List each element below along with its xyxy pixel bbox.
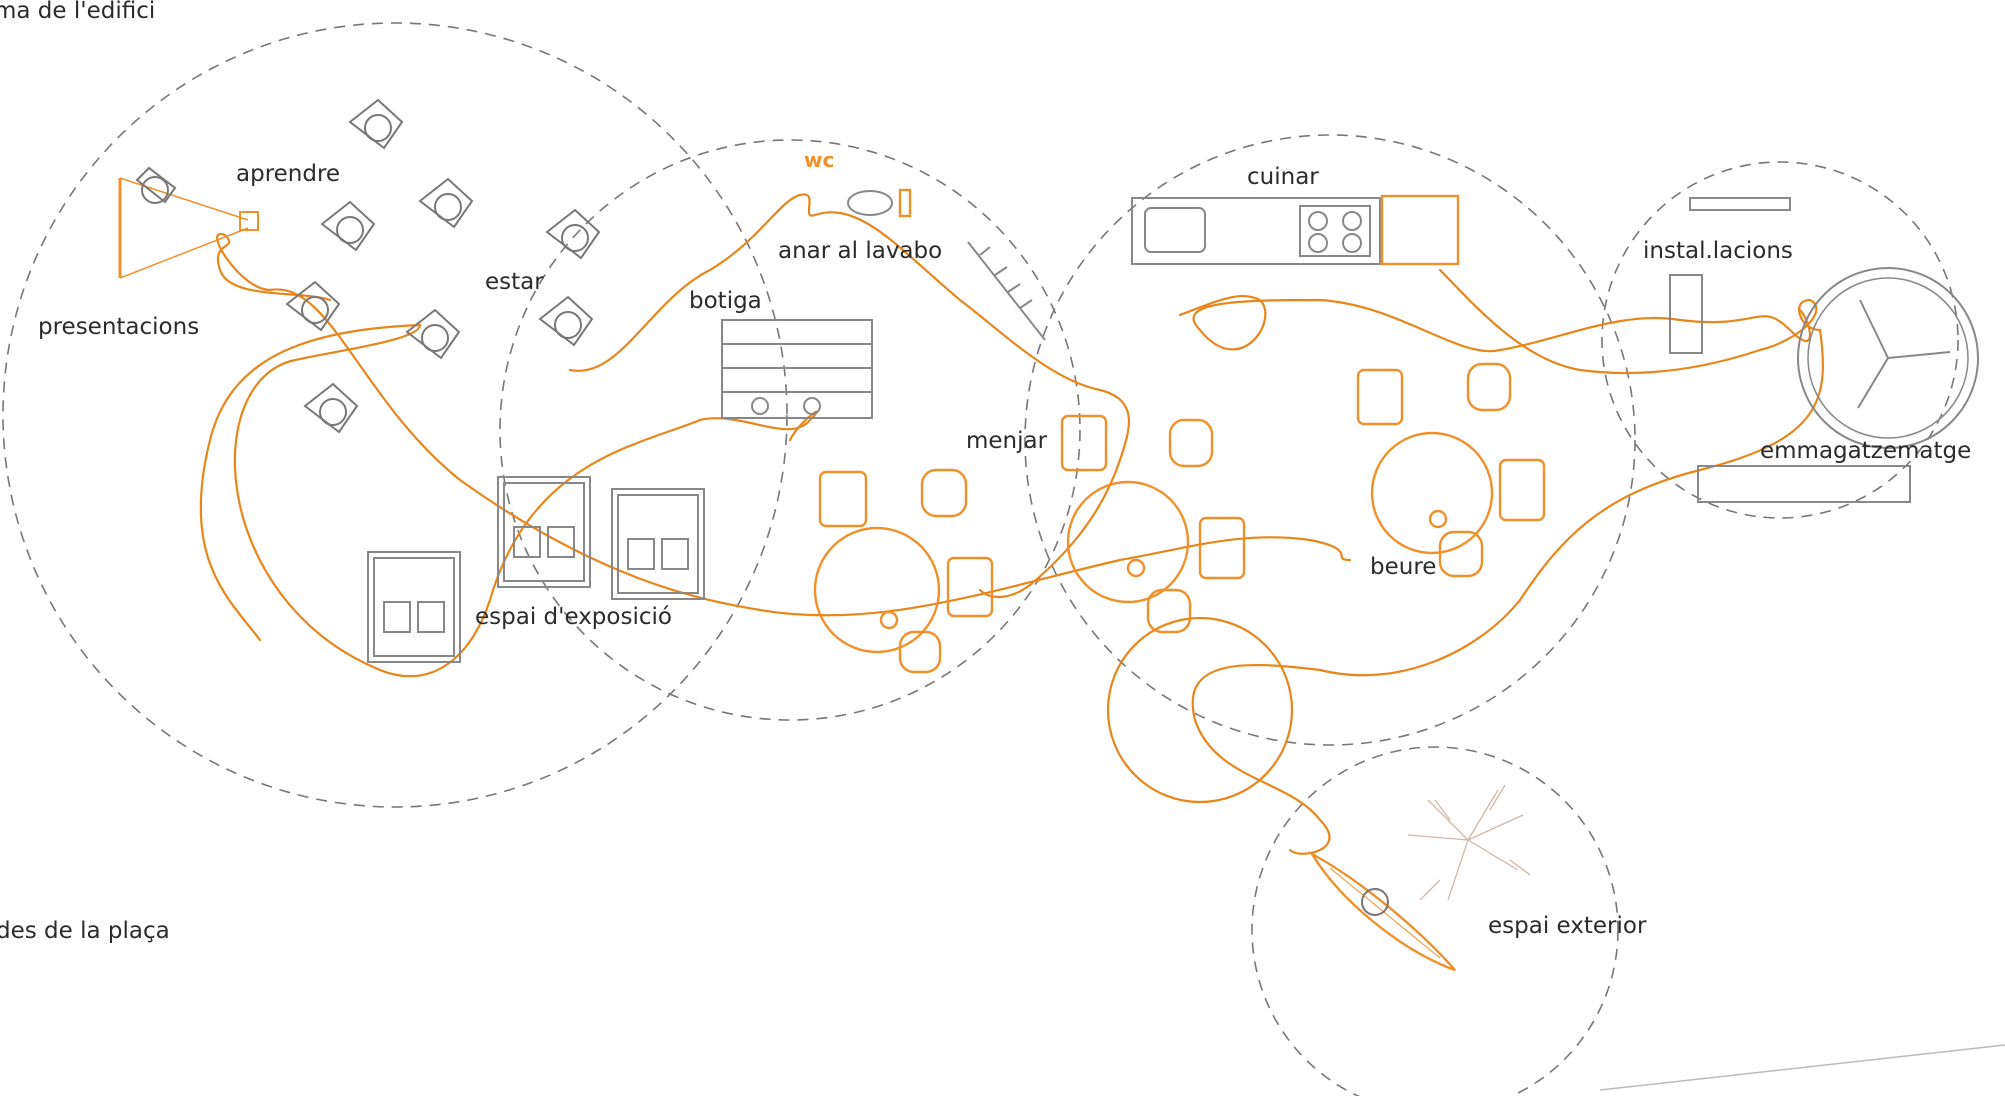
chair-icon [1168,418,1214,468]
round-table-icon [1370,431,1494,555]
exhibition-panel-icon [497,476,591,588]
chair-icon [1466,362,1512,412]
label-aprendre: aprendre [236,161,341,187]
chair-icon [946,556,994,618]
shelving-icon [721,319,873,419]
storage-unit-icon [1689,197,1791,211]
chair-icon [1498,458,1546,522]
person-group-gray [135,98,601,434]
label-espai-exposicio: espai d'exposició [475,604,672,630]
label-cuinar: cuinar [1247,164,1319,190]
canoe-icon [1308,850,1456,972]
zone-stay [499,139,1081,721]
chair-icon [920,468,968,518]
person-seated-icon [545,208,601,260]
zone-dine [1024,134,1636,746]
label-instal-lacions: instal.lacions [1643,238,1793,264]
coat-rack-icon [967,241,1046,341]
exhibition-panel-icon [367,551,461,663]
label-botiga: botiga [689,288,762,314]
label-wc: wc [804,148,835,172]
chair-icon [1060,414,1108,472]
label-presentacions: presentacions [38,314,200,340]
services-equipment [1669,197,1979,503]
label-estar: estar [485,269,544,295]
zone-outdoor [1251,746,1619,1096]
zone-services [1601,161,1959,519]
label-anar-al-lavabo: anar al lavabo [778,238,943,264]
bottom-caption: des de la plaça [0,918,170,944]
toilet-icon [847,188,912,218]
kitchen-counter-icon [1131,194,1460,266]
exhibition-panels [367,476,705,663]
exhibition-panel-icon [611,488,705,600]
person-seated-icon [405,308,461,360]
zone-learn [2,22,788,808]
chair-icon [1438,530,1484,578]
storage-unit-icon [1697,465,1911,503]
projection-screen-icon [118,177,259,279]
label-emmagatzematge: emmagatzematge [1760,438,1972,464]
chair-icon [818,470,868,528]
label-menjar: menjar [966,428,1048,454]
chair-icon [1198,516,1246,580]
top-caption: ma de l'edifici [0,0,156,24]
ground-line [1599,1044,2005,1091]
chair-icon [898,630,942,674]
person-seated-icon [418,177,474,229]
zone-circles [2,22,1959,1096]
person-seated-icon [303,382,359,434]
person-seated-icon [348,98,404,150]
circulation-path [199,193,1825,855]
chair-icon [1356,368,1404,426]
tree-icon [1407,784,1531,901]
fan-icon [1797,267,1979,449]
person-seated-icon [285,280,341,332]
round-table-icon [1066,480,1190,604]
person-seated-icon [538,295,594,347]
round-table-icon [813,526,941,654]
person-seated-icon [320,200,376,252]
label-espai-exterior: espai exterior [1488,913,1647,939]
storage-unit-icon [1669,274,1703,354]
chair-icon [1146,588,1192,634]
label-beure: beure [1370,554,1437,580]
person-seated-icon [135,166,177,204]
dining-tables [813,362,1546,674]
